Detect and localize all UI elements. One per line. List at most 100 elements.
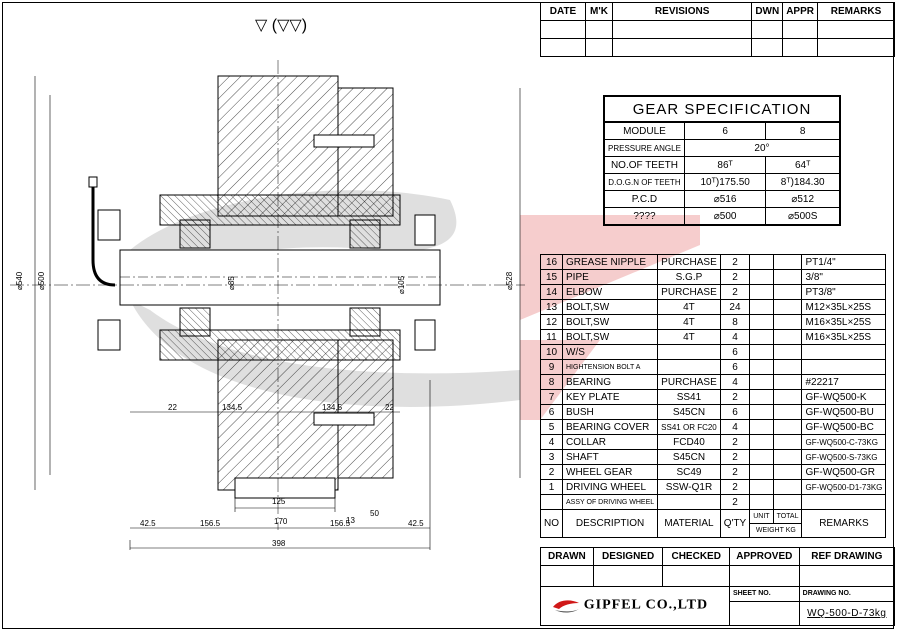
bom-cell-unit bbox=[749, 389, 774, 405]
rev-header-remarks: REMARKS bbox=[817, 2, 895, 21]
bom-cell-rem: GF-WQ500-K bbox=[801, 389, 887, 405]
dim-134-5-left: 134.5 bbox=[222, 403, 243, 412]
gear-row-value: 86ᵀ bbox=[683, 156, 767, 174]
bom-cell-unit bbox=[749, 344, 774, 360]
bom-cell-mat: S45CN bbox=[657, 449, 721, 465]
bom-cell-no: 10 bbox=[540, 344, 563, 360]
bom-cell-total bbox=[772, 389, 803, 405]
dim-42-5-left: 42.5 bbox=[140, 519, 156, 528]
bom-cell-rem: M16×35L×25S bbox=[801, 329, 887, 345]
bom-cell-total bbox=[772, 404, 803, 420]
drawing-no-label: DRAWING NO. bbox=[798, 586, 896, 602]
bom-cell-rem: GF-WQ500-C-73KG bbox=[801, 434, 887, 450]
title-header-ref-drawing: REF DRAWING bbox=[798, 547, 896, 566]
bom-cell-no: 3 bbox=[540, 449, 563, 465]
bom-cell-total bbox=[772, 494, 803, 510]
bom-cell-no bbox=[540, 494, 563, 510]
bom-cell-mat: PURCHASE bbox=[657, 254, 721, 270]
gear-row-value: 6 bbox=[683, 121, 767, 140]
gear-row-label: ???? bbox=[603, 207, 685, 226]
bom-cell-unit bbox=[749, 329, 774, 345]
bom-cell-mat: S45CN bbox=[657, 404, 721, 420]
bom-cell-qty: 4 bbox=[719, 374, 751, 390]
bom-cell-no: 5 bbox=[540, 419, 563, 435]
bom-cell-no: 12 bbox=[540, 314, 563, 330]
bom-cell-rem: GF-WQ500-GR bbox=[801, 464, 887, 480]
bom-cell-qty: 2 bbox=[719, 434, 751, 450]
company-logo: GIPFEL CO.,LTD bbox=[540, 586, 730, 626]
bom-cell-qty: 24 bbox=[719, 299, 751, 315]
bom-cell-total bbox=[772, 269, 803, 285]
bom-cell-rem: M12×35L×25S bbox=[801, 299, 887, 315]
dim-156-5-right: 156.5 bbox=[330, 519, 351, 528]
bom-cell-qty: 6 bbox=[719, 359, 751, 375]
bom-cell-qty: 2 bbox=[719, 284, 751, 300]
gipfel-logo-icon bbox=[553, 600, 579, 613]
bom-cell-rem bbox=[801, 344, 887, 360]
bom-cell-no: 1 bbox=[540, 479, 563, 495]
title-header-designed: DESIGNED bbox=[592, 547, 664, 566]
dim-105: ⌀105 bbox=[397, 275, 406, 294]
gear-row-value: 8ᵀ)184.30 bbox=[765, 173, 841, 191]
bom-header-total: TOTAL bbox=[772, 509, 803, 524]
bom-cell-desc: COLLAR bbox=[561, 434, 659, 450]
bom-cell-mat: PURCHASE bbox=[657, 284, 721, 300]
bom-cell-no: 2 bbox=[540, 464, 563, 480]
bom-cell-qty: 2 bbox=[719, 254, 751, 270]
bom-cell-no: 15 bbox=[540, 269, 563, 285]
bom-cell-rem: PT1/4" bbox=[801, 254, 887, 270]
gear-row-label: PRESSURE ANGLE bbox=[603, 139, 685, 157]
bom-cell-desc: BUSH bbox=[561, 404, 659, 420]
bom-cell-mat: SS41 bbox=[657, 389, 721, 405]
bom-cell-desc: W/S bbox=[561, 344, 659, 360]
bom-cell-qty: 2 bbox=[719, 389, 751, 405]
wheel-section bbox=[10, 60, 525, 530]
bom-cell-rem: M16×35L×25S bbox=[801, 314, 887, 330]
bom-cell-desc: BOLT,SW bbox=[561, 314, 659, 330]
bom-cell-unit bbox=[749, 284, 774, 300]
bom-cell-unit bbox=[749, 404, 774, 420]
dim-528: ⌀528 bbox=[505, 271, 514, 290]
bom-cell-rem bbox=[801, 494, 887, 510]
dim-22-left: 22 bbox=[168, 403, 177, 412]
bom-cell-desc: BOLT,SW bbox=[561, 329, 659, 345]
bom-cell-qty: 2 bbox=[719, 479, 751, 495]
bom-cell-qty: 2 bbox=[719, 494, 751, 510]
bom-cell-desc: WHEEL GEAR bbox=[561, 464, 659, 480]
bom-cell-no: 6 bbox=[540, 404, 563, 420]
gear-row-label: MODULE bbox=[603, 121, 685, 140]
rev-header-mark: M'K bbox=[585, 2, 613, 21]
bom-cell-total bbox=[772, 359, 803, 375]
dim-540: ⌀540 bbox=[15, 271, 24, 290]
bom-cell-rem: GF-WQ500-S-73KG bbox=[801, 449, 887, 465]
bom-cell-desc: HIGHTENSION BOLT A bbox=[561, 359, 659, 375]
gear-row-value: 20° bbox=[683, 139, 841, 157]
bom-cell-desc: DRIVING WHEEL bbox=[561, 479, 659, 495]
bom-cell-qty: 2 bbox=[719, 464, 751, 480]
bom-cell-mat: PURCHASE bbox=[657, 374, 721, 390]
bom-header-remarks: REMARKS bbox=[801, 509, 887, 538]
bom-cell-total bbox=[772, 374, 803, 390]
bom-cell-unit bbox=[749, 254, 774, 270]
bom-cell-total bbox=[772, 449, 803, 465]
bom-cell-unit bbox=[749, 299, 774, 315]
bom-cell-total bbox=[772, 419, 803, 435]
bom-cell-no: 7 bbox=[540, 389, 563, 405]
bom-cell-mat: SS41 OR FC20 bbox=[657, 419, 721, 435]
bom-cell-total bbox=[772, 344, 803, 360]
bom-header-weight: WEIGHT KG bbox=[749, 523, 803, 538]
bom-cell-unit bbox=[749, 269, 774, 285]
bom-cell-mat bbox=[657, 344, 721, 360]
title-block: DRAWN DESIGNED CHECKED APPROVED REF DRAW… bbox=[540, 547, 896, 627]
dimension-lines bbox=[34, 76, 521, 550]
